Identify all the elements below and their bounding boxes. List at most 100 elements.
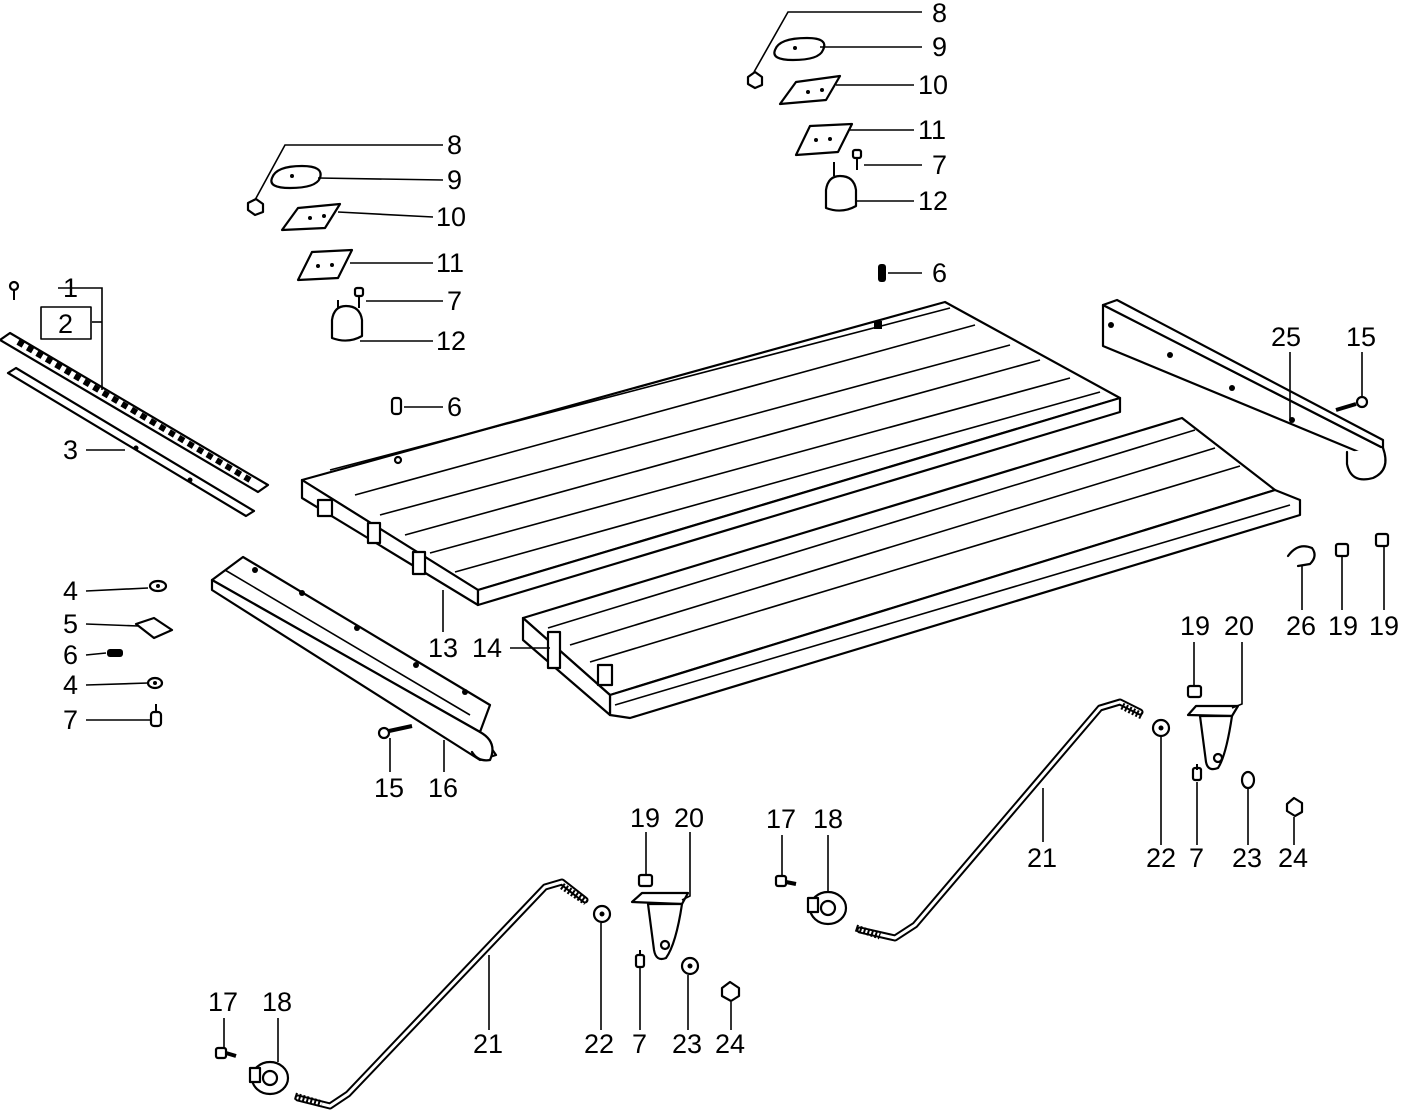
foot-18-right <box>806 890 848 926</box>
cover-plate-9-left <box>270 164 322 190</box>
knob-screw-7-left <box>149 704 163 728</box>
callout-7-right-leg: 7 <box>1189 843 1204 873</box>
callout-19-b: 19 <box>1369 611 1399 641</box>
callout-23-right: 23 <box>1232 843 1262 873</box>
callout-19-a: 19 <box>1328 611 1358 641</box>
nut-8-left <box>246 197 265 217</box>
leg-bracket-20-right <box>1186 704 1240 771</box>
nut-24-right <box>1285 796 1304 818</box>
washer-22-left <box>592 904 612 924</box>
callout-23-left: 23 <box>672 1029 702 1059</box>
nut-19-c <box>1186 684 1203 699</box>
callout-10-right: 10 <box>918 70 948 100</box>
leader-lines <box>58 11 1385 1062</box>
callout-5: 5 <box>63 609 78 639</box>
bolt-15-right <box>1335 395 1369 412</box>
nut-8-right <box>746 70 764 90</box>
front-rail-16 <box>210 555 498 762</box>
screw-7-left-clamp <box>353 286 365 308</box>
washer-4-top <box>148 579 168 593</box>
spring-6-left <box>107 649 123 657</box>
callout-18-left: 18 <box>262 987 292 1017</box>
screw-17-left <box>214 1046 237 1060</box>
foot-18-left <box>248 1060 290 1096</box>
screw-1 <box>8 280 20 300</box>
callout-7-left-leg: 7 <box>632 1029 647 1059</box>
callout-21-left: 21 <box>473 1029 503 1059</box>
callout-21-right: 21 <box>1027 843 1057 873</box>
callout-6-left-clamp: 6 <box>447 392 462 422</box>
callout-11-left: 11 <box>436 248 464 278</box>
callout-15-right: 15 <box>1346 322 1376 352</box>
callout-19-c: 19 <box>1180 611 1210 641</box>
callout-17-left: 17 <box>208 987 238 1017</box>
callout-6-right-clamp: 6 <box>932 258 947 288</box>
callout-9-right: 9 <box>932 32 947 62</box>
angle-bracket-10-right <box>778 74 842 106</box>
callout-19-d: 19 <box>630 803 660 833</box>
nut-19-b <box>1374 532 1390 548</box>
callout-4-bottom: 4 <box>63 670 78 700</box>
callout-8-left: 8 <box>447 130 462 160</box>
callout-11-right: 11 <box>918 115 946 145</box>
callout-9-left: 9 <box>447 165 462 195</box>
callout-25: 25 <box>1271 322 1301 352</box>
washer-23-left <box>680 956 700 976</box>
cover-plate-9-right <box>773 36 826 62</box>
callout-7-left-clamp: 7 <box>447 286 462 316</box>
callout-6-left: 6 <box>63 640 78 670</box>
callout-14: 14 <box>472 633 502 663</box>
washer-4-bottom <box>146 676 164 690</box>
callout-20-left: 20 <box>674 803 704 833</box>
callout-labels: 1 2 3 4 5 6 4 7 8 9 10 11 7 12 6 8 9 10 … <box>40 0 1399 1059</box>
clip-26 <box>1286 545 1316 568</box>
callout-2: 2 <box>58 309 73 339</box>
callout-1: 1 <box>63 273 78 303</box>
callout-4-top: 4 <box>63 576 78 606</box>
callout-18-right: 18 <box>813 804 843 834</box>
table-top-panel-13 <box>300 300 1122 607</box>
base-plate-11-left <box>296 248 354 282</box>
spring-6-left-clamp <box>390 396 403 416</box>
clamp-knob-12-right <box>824 162 858 212</box>
guide-bar-3 <box>6 366 256 518</box>
clamp-knob-12-left <box>330 300 364 342</box>
callout-15-left: 15 <box>374 773 404 803</box>
callout-22-right: 22 <box>1146 843 1176 873</box>
leg-bracket-20-left <box>630 891 690 961</box>
bolt-15-left <box>377 724 413 740</box>
callout-7-right-clamp: 7 <box>932 150 947 180</box>
screw-7-left-leg <box>634 950 646 969</box>
callout-16: 16 <box>428 773 458 803</box>
nut-19-a <box>1334 542 1350 558</box>
callout-13: 13 <box>428 633 458 663</box>
leg-rod-21-right <box>854 698 1144 942</box>
callout-24-right: 24 <box>1278 843 1308 873</box>
spring-6-right-clamp <box>878 264 886 282</box>
scale-strip-2 <box>0 331 270 494</box>
clamp-plate-5 <box>134 616 174 640</box>
callout-22-left: 22 <box>584 1029 614 1059</box>
screw-17-right <box>774 874 797 888</box>
callout-7-left: 7 <box>63 705 78 735</box>
callout-17-right: 17 <box>766 804 796 834</box>
base-plate-11-right <box>794 122 854 157</box>
callout-8-right: 8 <box>932 0 947 28</box>
callout-12-left: 12 <box>436 326 466 356</box>
screw-7-right-clamp <box>851 148 863 170</box>
callout-3: 3 <box>63 435 78 465</box>
leg-rod-21-left <box>294 878 589 1110</box>
callout-2-box <box>40 306 92 340</box>
front-table-panel-14 <box>521 416 1302 720</box>
nut-19-d <box>637 873 654 888</box>
angle-bracket-10-left <box>280 202 342 232</box>
callout-12-right: 12 <box>918 186 948 216</box>
callout-26: 26 <box>1286 611 1316 641</box>
callout-10-left: 10 <box>436 202 466 232</box>
callout-24-left: 24 <box>715 1029 745 1059</box>
nut-24-left <box>720 980 741 1003</box>
washer-22-right <box>1151 718 1171 738</box>
washer-23-right <box>1240 770 1256 790</box>
callout-20-right: 20 <box>1224 611 1254 641</box>
